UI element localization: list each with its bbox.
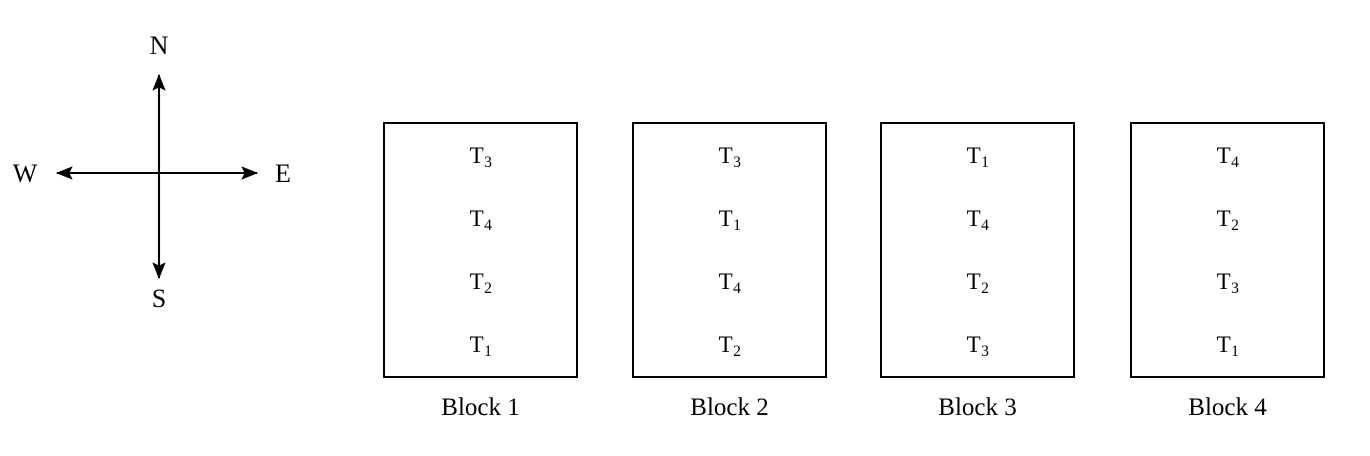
plot-treatment-index: 4: [484, 216, 492, 234]
table-row: T1: [881, 123, 1074, 187]
table-row: T3: [881, 313, 1074, 377]
block-1: T3 T4 T2 T1 Block 1: [383, 122, 578, 421]
table-row: T1: [384, 313, 577, 377]
plot-cell: T2: [1131, 187, 1324, 250]
table-row: T3: [384, 123, 577, 187]
plot-treatment-label: T: [966, 331, 981, 357]
plot-cell: T2: [384, 250, 577, 313]
plot-treatment-index: 4: [1231, 153, 1239, 171]
table-row: T1: [1131, 313, 1324, 377]
plot-treatment-label: T: [1216, 268, 1231, 294]
block-4: T4 T2 T3 T1 Block 4: [1130, 122, 1325, 421]
plot-treatment-index: 2: [1231, 216, 1239, 234]
plot-treatment-index: 2: [733, 342, 741, 360]
table-row: T2: [881, 250, 1074, 313]
block-plot-table: T4 T2 T3 T1: [1130, 122, 1325, 378]
plot-treatment-label: T: [1216, 205, 1231, 231]
plot-cell: T4: [1131, 123, 1324, 187]
plot-cell: T1: [633, 187, 826, 250]
plot-treatment-label: T: [469, 205, 484, 231]
plot-treatment-label: T: [966, 205, 981, 231]
table-row: T4: [881, 187, 1074, 250]
plot-cell: T1: [384, 313, 577, 377]
plot-treatment-index: 3: [981, 342, 989, 360]
plot-cell: T1: [881, 123, 1074, 187]
plot-treatment-index: 3: [733, 153, 741, 171]
plot-treatment-index: 2: [981, 279, 989, 297]
block-plot-table: T1 T4 T2 T3: [880, 122, 1075, 378]
block-2: T3 T1 T4 T2 Block 2: [632, 122, 827, 421]
plot-treatment-index: 2: [484, 279, 492, 297]
table-row: T4: [633, 250, 826, 313]
block-3: T1 T4 T2 T3 Block 3: [880, 122, 1075, 421]
block-caption: Block 3: [938, 394, 1017, 421]
plot-treatment-label: T: [469, 331, 484, 357]
block-plot-table: T3 T1 T4 T2: [632, 122, 827, 378]
plot-treatment-label: T: [718, 142, 733, 168]
block-plot-table: T3 T4 T2 T1: [383, 122, 578, 378]
block-caption: Block 2: [690, 394, 769, 421]
table-row: T4: [1131, 123, 1324, 187]
block-caption: Block 1: [441, 394, 520, 421]
table-row: T4: [384, 187, 577, 250]
plot-cell: T1: [1131, 313, 1324, 377]
table-row: T3: [1131, 250, 1324, 313]
table-row: T2: [633, 313, 826, 377]
plot-cell: T4: [881, 187, 1074, 250]
plot-treatment-index: 4: [733, 279, 741, 297]
plot-cell: T2: [633, 313, 826, 377]
plot-cell: T4: [633, 250, 826, 313]
plot-treatment-index: 3: [484, 153, 492, 171]
plot-treatment-label: T: [469, 142, 484, 168]
compass-label-east: E: [275, 159, 291, 188]
plot-treatment-index: 1: [1231, 342, 1239, 360]
table-row: T3: [633, 123, 826, 187]
plot-treatment-index: 1: [484, 342, 492, 360]
plot-treatment-label: T: [718, 268, 733, 294]
plot-cell: T3: [633, 123, 826, 187]
compass-label-south: S: [151, 284, 167, 313]
compass-axes-icon: [55, 73, 259, 280]
compass-rose: N S W E: [0, 0, 340, 340]
plot-treatment-index: 4: [981, 216, 989, 234]
plot-cell: T4: [384, 187, 577, 250]
plot-treatment-index: 1: [981, 153, 989, 171]
compass-label-west: W: [12, 159, 38, 188]
plot-treatment-label: T: [469, 268, 484, 294]
plot-cell: T2: [881, 250, 1074, 313]
plot-cell: T3: [881, 313, 1074, 377]
plot-treatment-label: T: [1216, 331, 1231, 357]
plot-cell: T3: [384, 123, 577, 187]
plot-treatment-label: T: [718, 205, 733, 231]
plot-treatment-label: T: [1216, 142, 1231, 168]
plot-treatment-label: T: [966, 268, 981, 294]
plot-treatment-index: 1: [733, 216, 741, 234]
plot-treatment-index: 3: [1231, 279, 1239, 297]
table-row: T1: [633, 187, 826, 250]
plot-treatment-label: T: [718, 331, 733, 357]
plot-cell: T3: [1131, 250, 1324, 313]
table-row: T2: [384, 250, 577, 313]
plot-treatment-label: T: [966, 142, 981, 168]
table-row: T2: [1131, 187, 1324, 250]
compass-label-north: N: [149, 31, 169, 60]
block-caption: Block 4: [1188, 394, 1267, 421]
